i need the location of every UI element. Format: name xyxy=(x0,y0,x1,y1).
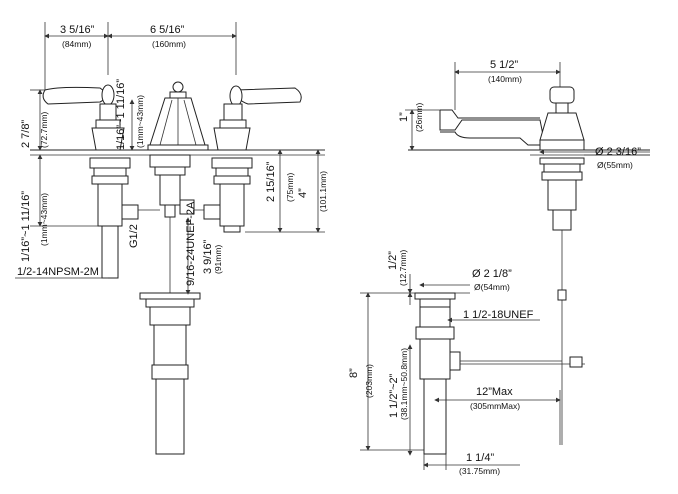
label-rod-mm: (305mmMax) xyxy=(470,401,520,411)
label-tail-range: 1 1/2”~2” xyxy=(388,373,400,418)
label-body2-mm: (91mm) xyxy=(213,245,223,274)
label-spout-h-mm: (26mm) xyxy=(414,103,424,132)
left-handle xyxy=(42,84,125,151)
label-shank: 2 15/16” xyxy=(265,161,277,202)
label-base-dia-mm: Ø(55mm) xyxy=(597,160,633,170)
label-body-mm: (101.1mm) xyxy=(318,171,328,212)
label-centers-b: 6 5/16” xyxy=(150,24,185,36)
label-tail-range-mm: (38.1mm~50.8mm) xyxy=(399,348,409,420)
spout-profile xyxy=(439,109,546,146)
dim-handle-height xyxy=(30,89,45,151)
label-flange-dia: Ø 2 1/8” xyxy=(472,268,512,280)
handle-profile xyxy=(539,86,585,151)
left-drain xyxy=(139,292,201,455)
label-total: 8” xyxy=(348,368,360,378)
label-reach-mm: (140mm) xyxy=(488,74,522,84)
label-reach: 5 1/2” xyxy=(490,59,518,71)
label-spout-range: 1/16”~1 11/16” xyxy=(115,79,127,150)
label-total-mm: (203mm) xyxy=(364,364,374,398)
label-flange-h: 1/2” xyxy=(387,251,399,270)
label-thread-g12: G1/2 xyxy=(128,224,140,248)
left-faucet-view: 3 5/16” (84mm) 6 5/16” (160mm) 2 7/8” (7… xyxy=(15,22,328,455)
label-deck-range: 1/16”~1 11/16” xyxy=(20,191,32,262)
label-thread-unef: 9/16-24UNEF-2A xyxy=(185,201,197,286)
label-flange-h-mm: (12.7mm) xyxy=(398,249,408,286)
label-centers-a-mm: (84mm) xyxy=(62,39,91,49)
label-tail-dia: 1 1/4” xyxy=(466,452,494,464)
label-flange-dia-mm: Ø(54mm) xyxy=(474,282,510,292)
right-handle xyxy=(213,85,302,151)
dim-deck-range xyxy=(30,154,98,227)
right-valve-body xyxy=(203,157,253,233)
label-base-dia: Ø 2 3/16” xyxy=(595,146,641,158)
label-spout-h: 1” xyxy=(398,112,410,122)
label-handle-height: 2 7/8” xyxy=(20,120,32,148)
dim-centers xyxy=(44,22,237,95)
label-handle-height-mm: (72.7mm) xyxy=(39,111,49,148)
label-spout-range-mm: (1mm~43mm) xyxy=(135,95,145,148)
left-valve-body xyxy=(89,157,139,279)
label-body2: 3 9/16” xyxy=(202,239,214,274)
right-faucet-view: 5 1/2” (140mm) 1” (26mm) Ø 2 3/16” Ø(55m… xyxy=(348,59,650,476)
dim-shank xyxy=(245,149,325,233)
label-thread-drain: 1 1/2-18UNEF xyxy=(463,309,534,321)
right-valve-body xyxy=(539,157,585,445)
label-deck-range-mm: (1mm~43mm) xyxy=(39,193,49,246)
label-body: 4” xyxy=(297,188,309,198)
label-centers-b-mm: (160mm) xyxy=(152,39,186,49)
label-tail-dia-mm: (31.75mm) xyxy=(459,466,500,476)
label-shank-mm: (75mm) xyxy=(285,173,295,202)
center-spout xyxy=(147,81,209,151)
label-npsm: 1/2-14NPSM-2M xyxy=(17,266,99,278)
label-rod: 12”Max xyxy=(476,386,513,398)
center-valve-body xyxy=(138,154,212,295)
label-centers-a: 3 5/16” xyxy=(60,24,95,36)
